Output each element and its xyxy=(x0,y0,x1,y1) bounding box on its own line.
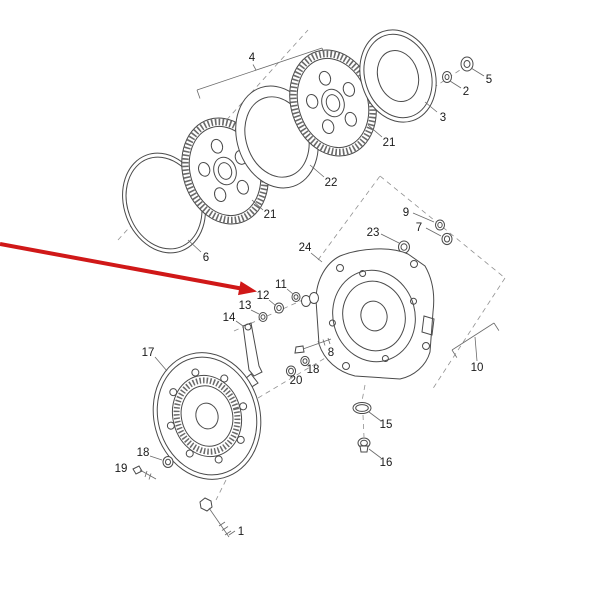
part-2-washer xyxy=(442,71,452,83)
part-label-17: 17 xyxy=(142,347,155,359)
part-12-washer xyxy=(274,302,284,314)
part-label-18-lower: 18 xyxy=(137,447,150,459)
part-label-14: 14 xyxy=(223,312,236,324)
part-1-bolt xyxy=(199,497,232,538)
part-17-cover-plate xyxy=(152,352,262,480)
part-label-21-left: 21 xyxy=(264,209,277,221)
part-label-15: 15 xyxy=(380,419,393,431)
part-label-12: 12 xyxy=(257,290,270,302)
part-label-16: 16 xyxy=(380,457,393,469)
part-label-6: 6 xyxy=(203,252,209,264)
part-19-bolt xyxy=(132,465,157,480)
part-18-washer-lower xyxy=(162,456,174,468)
part-label-18-upper: 18 xyxy=(307,364,320,376)
group-10-bracket xyxy=(451,322,500,362)
part-label-22: 22 xyxy=(325,177,338,189)
part-7-oring xyxy=(441,232,453,246)
part-label-4: 4 xyxy=(249,52,256,64)
part-label-24: 24 xyxy=(299,242,312,254)
part-label-1: 1 xyxy=(238,526,244,538)
part-20-nut xyxy=(285,365,297,377)
red-arrow-shaft xyxy=(0,242,242,291)
red-pointer-arrow xyxy=(0,242,257,296)
part-16-plug xyxy=(357,437,371,453)
part-24-housing xyxy=(315,248,435,380)
part-label-7: 7 xyxy=(416,222,422,234)
red-arrow-head xyxy=(238,281,257,296)
part-label-3: 3 xyxy=(440,112,446,124)
part-label-10: 10 xyxy=(471,362,484,374)
part-label-5: 5 xyxy=(486,74,492,86)
part-label-23: 23 xyxy=(367,227,380,239)
part-5-nut xyxy=(460,56,474,72)
part-15-oring xyxy=(352,402,372,414)
callout-labels: 4 21 22 21 3 2 5 6 9 7 23 24 10 11 12 13… xyxy=(115,52,493,538)
part-label-20: 20 xyxy=(290,375,303,387)
part-8-bolt xyxy=(294,337,332,354)
part-label-9: 9 xyxy=(403,207,409,219)
part-18-washer-upper xyxy=(300,355,310,367)
part-label-2: 2 xyxy=(463,86,469,98)
part-3-pressure-disc xyxy=(359,29,437,123)
part-label-21-right: 21 xyxy=(383,137,396,149)
part-9-oring xyxy=(435,219,445,231)
part-label-19: 19 xyxy=(115,463,128,475)
part-13-washer xyxy=(258,312,268,322)
part-11-ring xyxy=(291,292,319,307)
part-label-8: 8 xyxy=(328,347,334,359)
part-label-13: 13 xyxy=(239,300,252,312)
part-label-11: 11 xyxy=(275,279,287,291)
